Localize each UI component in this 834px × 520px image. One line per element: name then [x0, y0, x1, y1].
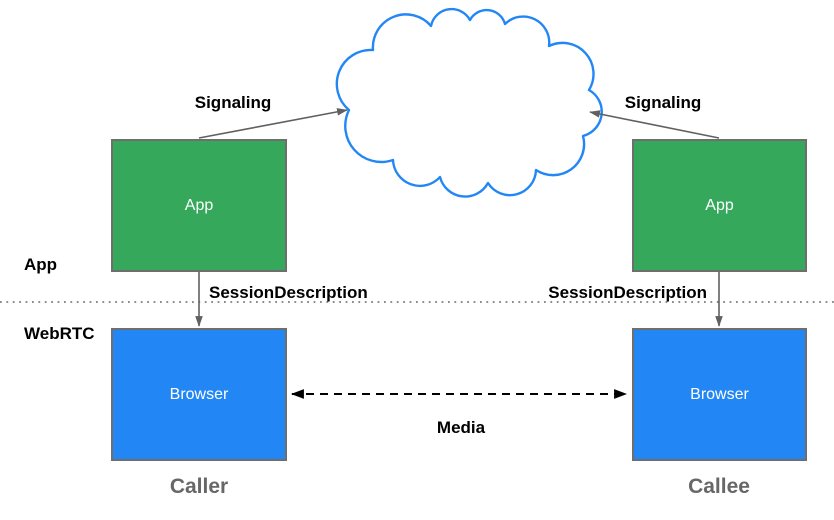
caller-browser-node: Browser	[111, 328, 287, 461]
layer-label-app: App	[24, 255, 58, 274]
signaling-right-label: Signaling	[624, 93, 702, 112]
callee-browser-label: Browser	[690, 385, 749, 403]
sessiondescription-left-label: SessionDescription	[209, 283, 368, 302]
signaling-left-label: Signaling	[194, 93, 272, 112]
sessiondescription-right-label: SessionDescription	[548, 283, 707, 302]
callee-label: Callee	[688, 475, 750, 498]
callee-app-label: App	[705, 196, 734, 214]
layer-label-webrtc: WebRTC	[24, 324, 95, 343]
signaling-arrow-left	[198, 108, 348, 139]
caller-browser-label: Browser	[169, 385, 229, 403]
caller-label: Caller	[169, 475, 229, 498]
media-label: Media	[436, 418, 486, 437]
signaling-arrow-right	[589, 110, 720, 139]
caller-app-node: App	[111, 139, 287, 272]
caller-app-label: App	[184, 196, 214, 214]
callee-app-node: App	[632, 139, 807, 272]
callee-browser-node: Browser	[632, 328, 807, 461]
cloud-icon	[335, 7, 603, 198]
